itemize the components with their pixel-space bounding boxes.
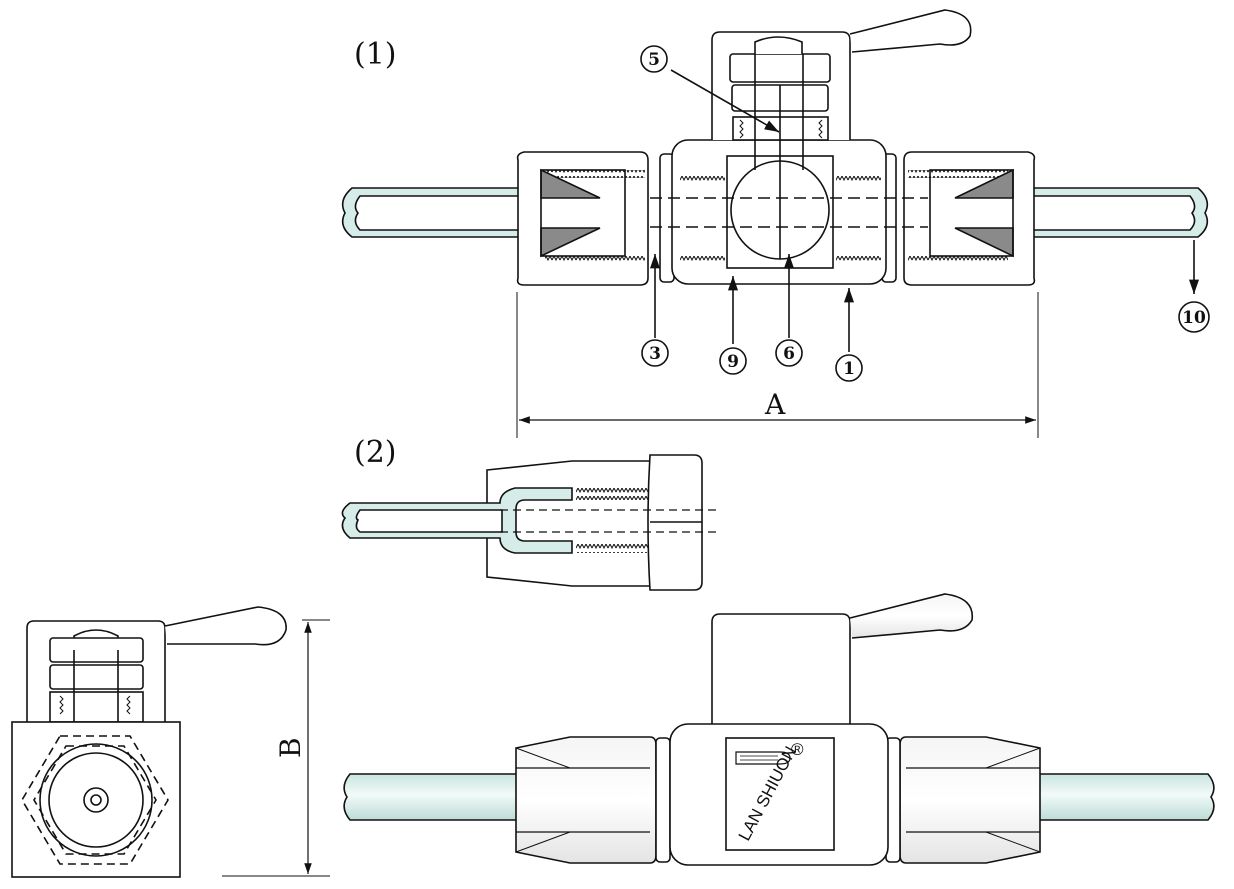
- exterior-right-tube: [1034, 773, 1215, 821]
- svg-text:1: 1: [843, 359, 855, 379]
- svg-text:6: 6: [783, 344, 795, 364]
- figure-2-label: (2): [354, 435, 397, 470]
- exterior-handle-housing: [711, 613, 851, 724]
- exterior-handle-lever: [849, 593, 974, 639]
- exterior-left-tube: [343, 773, 521, 821]
- callout-10: 10: [1178, 301, 1210, 333]
- figure-1-section-view: (1): [341, 9, 1209, 438]
- dimension-a-label: A: [764, 388, 786, 421]
- exterior-view: [343, 593, 1215, 866]
- handle-lever: [849, 9, 972, 53]
- callout-6: 6: [775, 339, 803, 367]
- brand-registered-mark: ®: [791, 740, 804, 759]
- end-view: [11, 606, 330, 878]
- callout-markers: 5 3 9 6 1 10: [640, 45, 1210, 382]
- svg-text:9: 9: [727, 352, 739, 372]
- svg-text:5: 5: [648, 50, 660, 70]
- brand-logo-mark: [735, 751, 791, 765]
- dimension-b-label: B: [274, 737, 307, 758]
- figure-2-fitting-detail: (2): [341, 435, 716, 591]
- svg-text:10: 10: [1182, 308, 1206, 328]
- end-view-handle-lever: [164, 606, 287, 646]
- callout-5: 5: [640, 45, 668, 73]
- figure-1-label: (1): [354, 37, 397, 72]
- callout-9: 9: [719, 347, 747, 375]
- svg-text:3: 3: [649, 344, 661, 364]
- callout-1: 1: [835, 354, 863, 382]
- callout-3: 3: [641, 339, 669, 367]
